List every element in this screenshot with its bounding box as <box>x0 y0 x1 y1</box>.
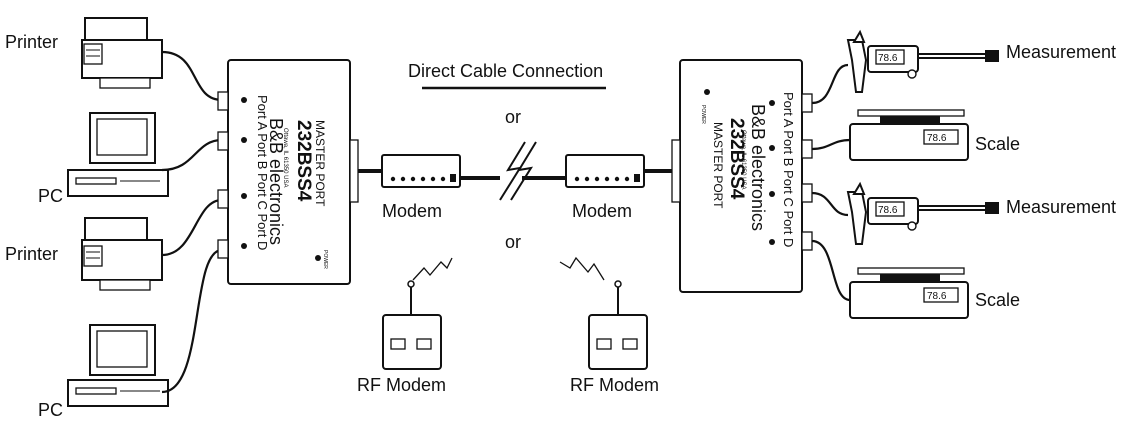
or-label-top: or <box>505 107 522 127</box>
right-power-label: POWER <box>700 105 706 124</box>
right-brand-label: B&B electronics <box>748 104 768 231</box>
modem-label-right: Modem <box>572 201 633 221</box>
left-ports-label: Port A Port B Port C Port D <box>255 95 270 250</box>
caliper-display: 78.6 <box>878 53 898 64</box>
right-device-label: Scale <box>975 134 1021 154</box>
rf-modem-left-icon <box>382 257 453 370</box>
modem-label-left: Modem <box>382 201 443 221</box>
scale-icon <box>849 267 969 319</box>
right-brand-small: Ottawa, IL 61350 USA <box>740 130 746 189</box>
or-label-bottom: or <box>505 232 522 252</box>
left-model-label: 232BSS4 <box>293 120 314 202</box>
scale-display: 78.6 <box>927 133 947 144</box>
right-switch-box <box>671 59 813 293</box>
rf-modem-label-right: RF Modem <box>570 375 660 395</box>
printer-icon <box>81 17 163 89</box>
caliper-icon <box>846 181 999 245</box>
right-master-label: MASTER PORT <box>711 122 725 209</box>
rf-modem-label-left: RF Modem <box>357 375 447 395</box>
right-model-label: 232BSS4 <box>726 118 747 200</box>
right-device-label: Measurement <box>1006 197 1117 217</box>
left-brand-label: B&B electronics <box>266 118 286 245</box>
rf-modem-right-icon <box>559 256 648 370</box>
left-device-label: PC <box>38 400 64 420</box>
caliper-display: 78.6 <box>878 205 898 216</box>
caliper-icon <box>846 29 999 93</box>
right-modem-icon <box>565 154 645 188</box>
right-ports-label: Port A Port B Port C Port D <box>781 92 796 247</box>
left-brand-small: Ottawa, IL 61350 USA <box>282 128 288 187</box>
pc-icon <box>67 112 169 197</box>
scale-display: 78.6 <box>927 291 947 302</box>
left-master-label: MASTER PORT <box>313 120 327 207</box>
lightning-break-icon <box>499 141 526 201</box>
left-device-label: Printer <box>5 32 59 52</box>
pc-icon <box>67 324 169 407</box>
left-switch-box <box>217 59 359 285</box>
printer-icon <box>81 217 163 291</box>
left-power-label: POWER <box>322 250 328 269</box>
left-device-label: PC <box>38 186 64 206</box>
scale-icon <box>849 109 969 161</box>
direct-cable-label: Direct Cable Connection <box>408 61 604 81</box>
left-device-label: Printer <box>5 244 59 264</box>
right-device-label: Scale <box>975 290 1021 310</box>
right-device-label: Measurement <box>1006 42 1117 62</box>
left-modem-icon <box>381 154 461 188</box>
